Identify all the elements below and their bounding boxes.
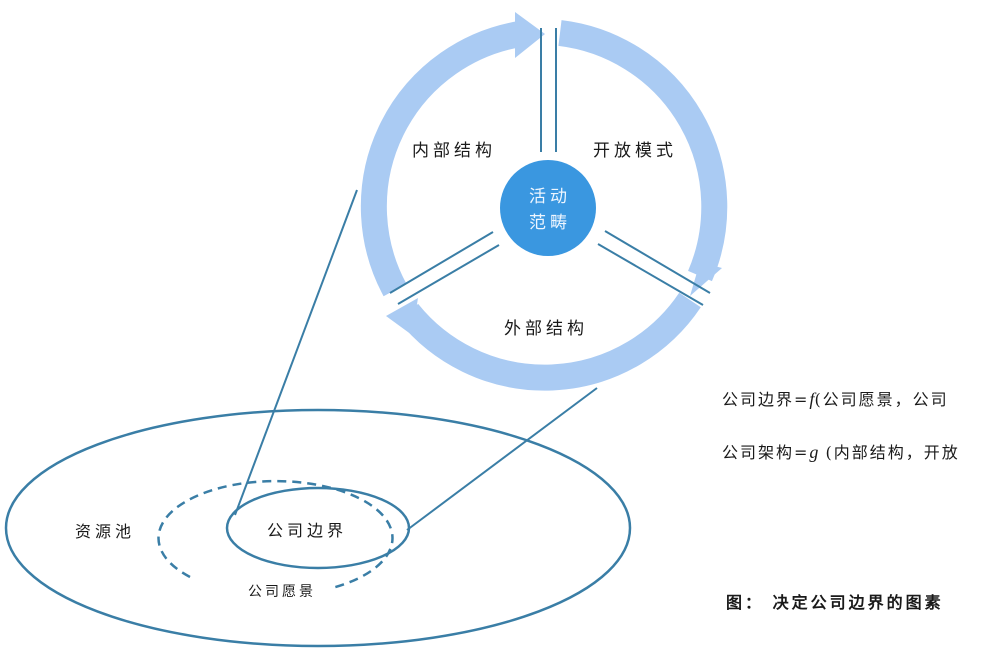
formula-structure-prefix: 公司架构= bbox=[722, 443, 810, 462]
cycle-arcs bbox=[360, 20, 728, 391]
label-company-vision: 公司愿景 bbox=[248, 584, 316, 600]
formula-structure: 公司架构=g (内部结构，开放 bbox=[722, 439, 960, 463]
arc-open-mode bbox=[558, 20, 728, 282]
formula-boundary-func: f bbox=[809, 389, 815, 409]
arrowhead-left-icon bbox=[386, 298, 418, 335]
figure-caption: 图： 决定公司边界的图素 bbox=[726, 593, 944, 612]
formula-boundary: 公司边界=f(公司愿景，公司 bbox=[722, 386, 949, 410]
formula-boundary-args: (公司愿景，公司 bbox=[814, 390, 949, 409]
arc-external-structure bbox=[397, 292, 701, 391]
center-label-line2: 范畴 bbox=[529, 213, 571, 233]
label-resource-pool: 资源池 bbox=[75, 522, 136, 541]
center-label: 活动 范畴 bbox=[520, 184, 580, 236]
zoom-line-left bbox=[234, 189, 358, 516]
label-external-structure: 外部结构 bbox=[504, 319, 588, 339]
center-label-line1: 活动 bbox=[529, 187, 571, 207]
formula-structure-args: (内部结构，开放 bbox=[818, 443, 960, 462]
activity-scope-circle bbox=[500, 160, 596, 256]
resource-pool-ellipse bbox=[4, 408, 632, 648]
arrowhead-top-icon bbox=[515, 12, 545, 58]
label-open-mode: 开放模式 bbox=[593, 141, 677, 161]
label-inner-structure: 内部结构 bbox=[412, 141, 496, 161]
label-company-boundary: 公司边界 bbox=[267, 521, 348, 540]
formula-structure-func: g bbox=[809, 442, 819, 462]
arrowhead-right-icon bbox=[690, 262, 722, 296]
formula-boundary-prefix: 公司边界= bbox=[722, 390, 810, 409]
arrow-heads bbox=[386, 12, 722, 335]
arc-inner-structure bbox=[360, 21, 523, 297]
zoom-line-right bbox=[406, 387, 598, 531]
separator-lines bbox=[389, 28, 711, 306]
